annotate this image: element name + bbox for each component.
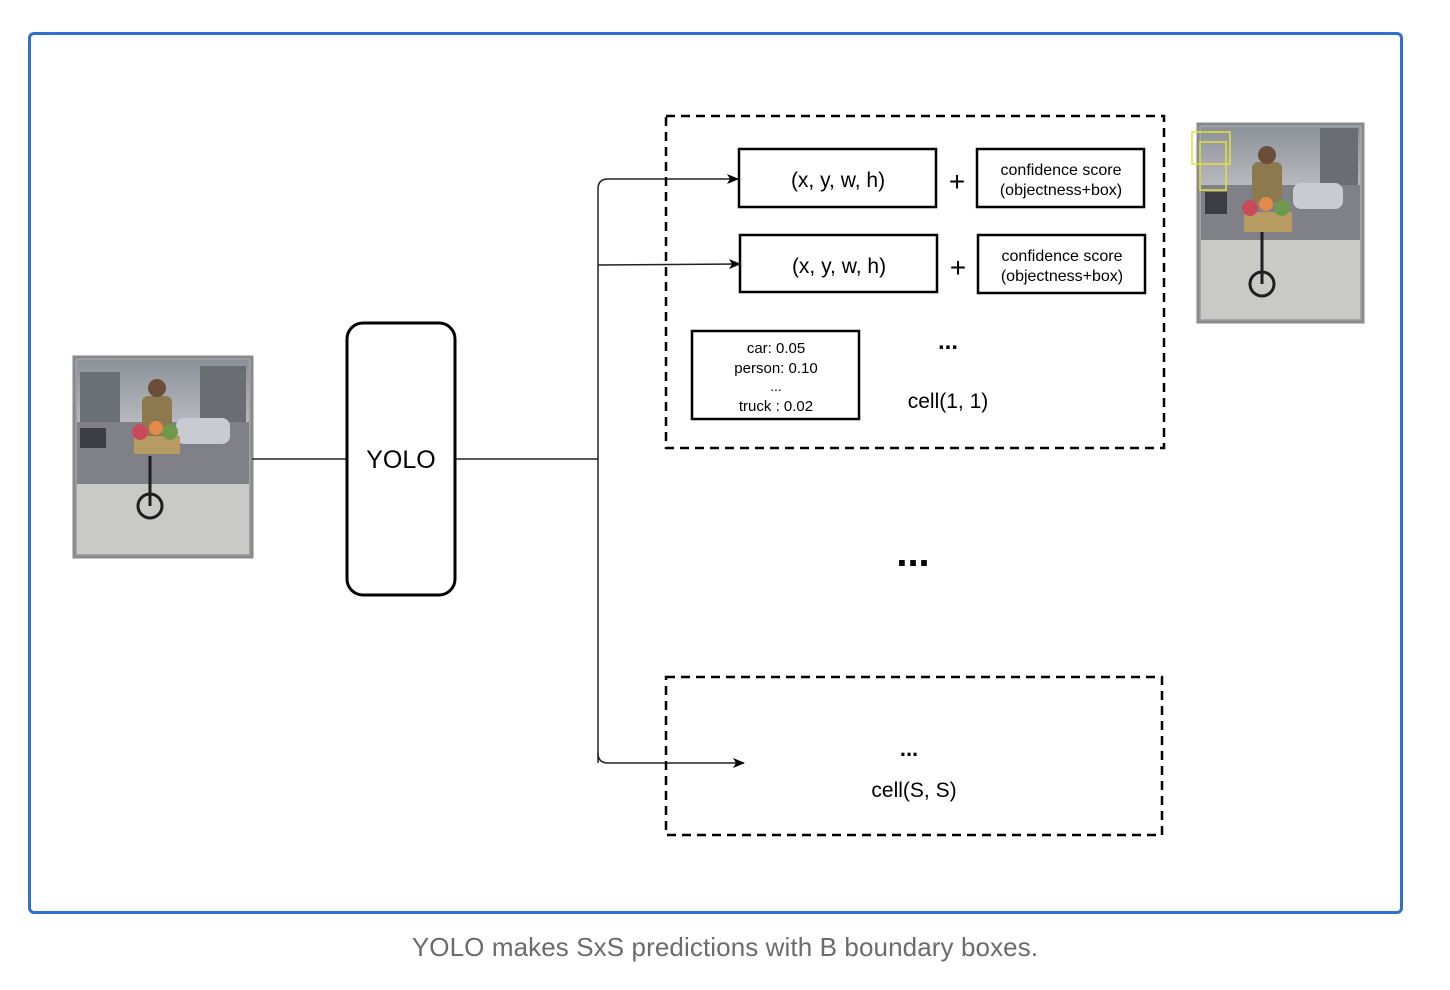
figure-caption: YOLO makes SxS predictions with B bounda… [411,932,1039,962]
class-prob-ellipsis: ... [770,378,782,394]
bbox-coords-1: (x, y, w, h) [791,169,885,192]
confidence-line-1b: (objectness+box) [1000,182,1122,199]
photo-cyclist-with-boxes-icon [1191,122,1365,324]
class-prob-truck: truck : 0.02 [739,398,813,415]
yolo-diagram: YOLO (x, y, w, h) + confidence score (ob… [72,114,1365,837]
plus-sign-1: + [949,166,965,197]
cell-last-ellipsis: ... [900,736,918,761]
class-probabilities-box: car: 0.05 person: 0.10 ... truck : 0.02 [690,329,861,421]
photo-cyclist-icon [72,355,254,559]
middle-ellipsis: ... [896,531,929,575]
plus-sign-2: + [950,252,966,283]
bbox-row-2: (x, y, w, h) + confidence score (objectn… [738,233,1147,295]
branch-arrows [597,174,745,768]
yolo-label: YOLO [366,446,435,474]
bbox-row-1: (x, y, w, h) + confidence score (objectn… [737,147,1146,209]
cell-last-label: cell(S, S) [871,779,956,802]
confidence-line-1a: confidence score [1001,162,1122,179]
confidence-line-2a: confidence score [1002,248,1123,265]
confidence-line-2b: (objectness+box) [1001,268,1123,285]
class-prob-car: car: 0.05 [747,340,805,357]
cell-first-ellipsis: ... [938,328,958,355]
bbox-coords-2: (x, y, w, h) [792,255,886,278]
class-prob-person: person: 0.10 [734,360,817,377]
cell-first-container [664,114,1166,450]
cell-last-container [664,675,1164,837]
cell-first-label: cell(1, 1) [908,390,989,413]
yolo-model-box: YOLO [345,321,457,597]
